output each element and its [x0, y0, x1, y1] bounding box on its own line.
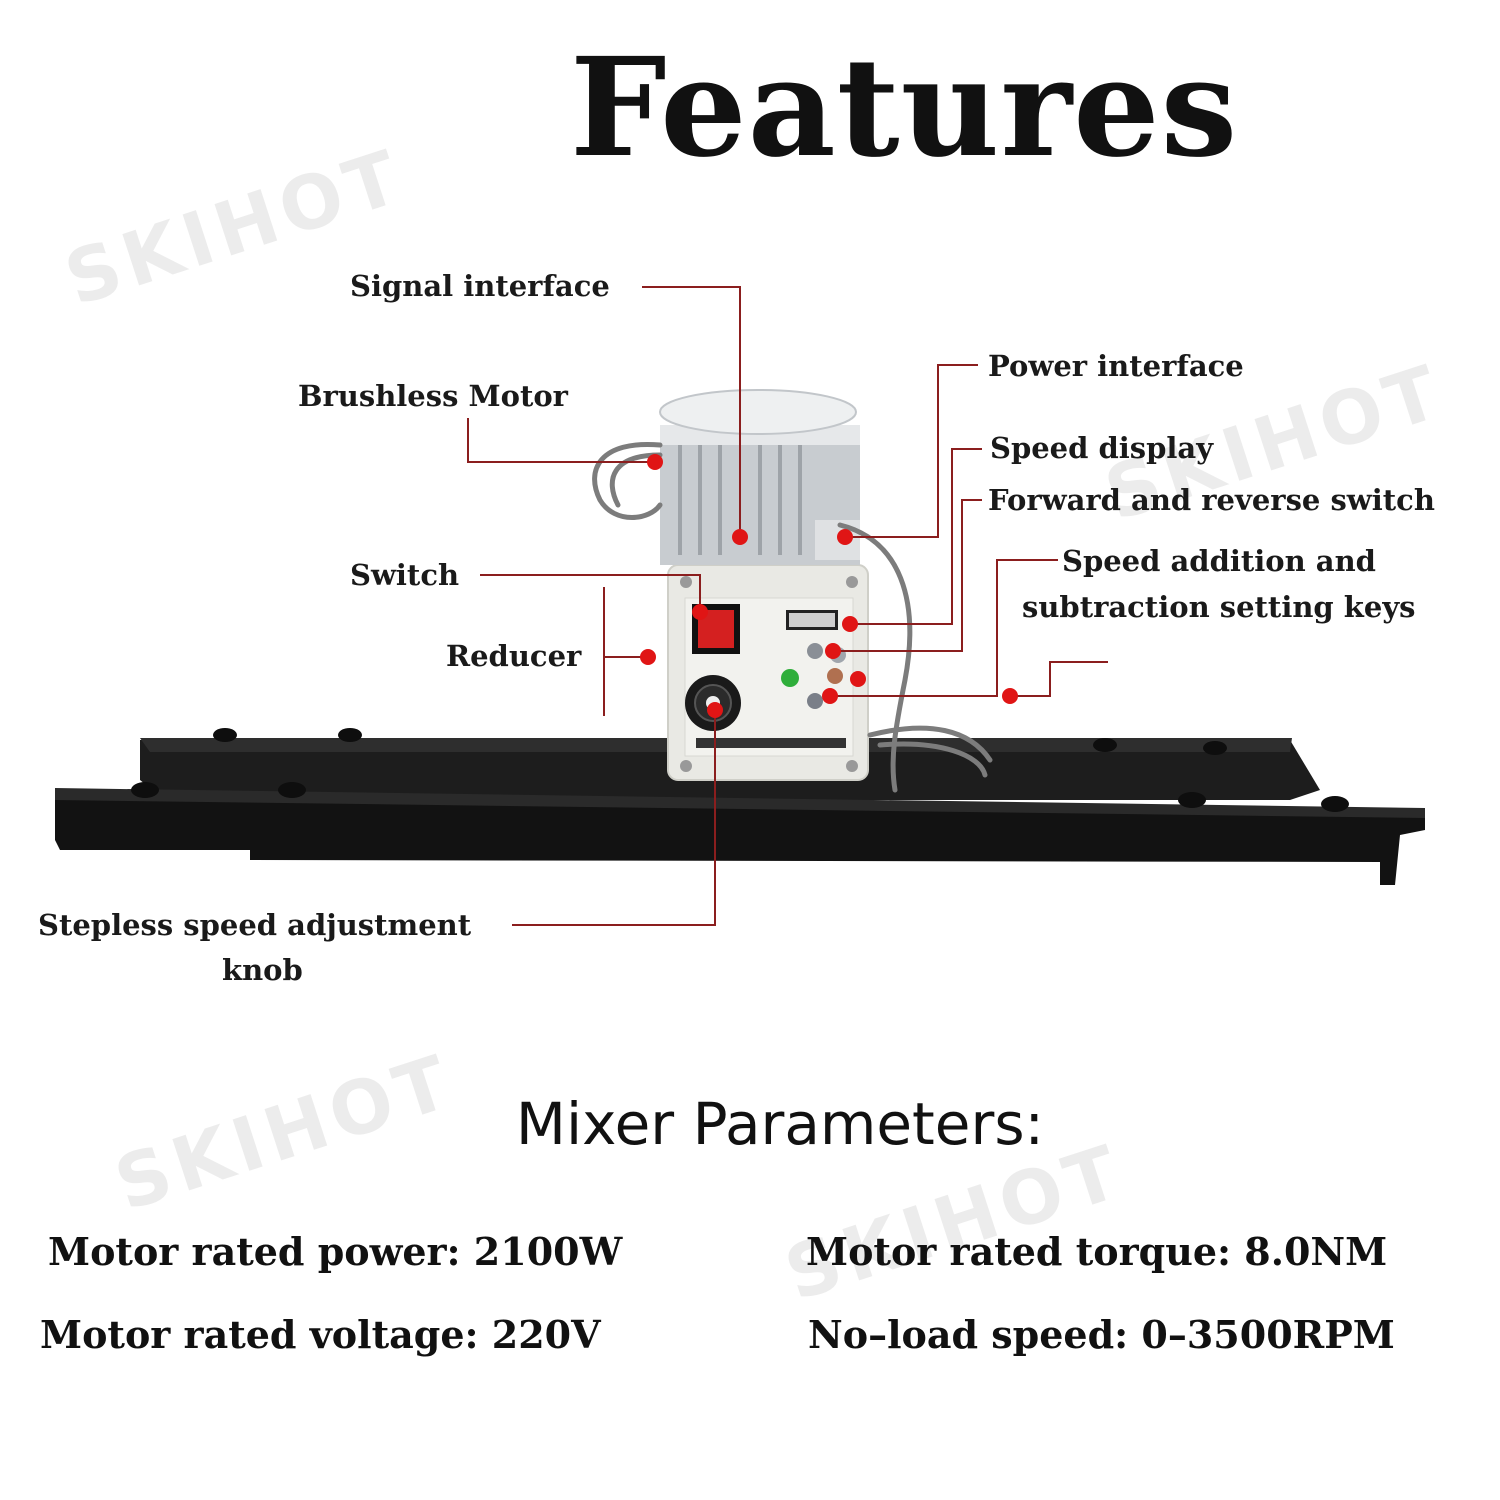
param-voltage: Motor rated voltage: 220V	[40, 1312, 601, 1357]
label-power-interface: Power interface	[988, 349, 1244, 383]
mixer-illustration	[55, 286, 1425, 926]
label-speed-display: Speed display	[990, 431, 1214, 465]
front-rail	[55, 788, 1425, 885]
param-torque: Motor rated torque: 8.0NM	[806, 1229, 1388, 1274]
leader-lines	[467, 286, 1108, 926]
param-power: Motor rated power: 2100W	[48, 1229, 623, 1274]
label-switch: Switch	[350, 558, 460, 592]
parameters-heading: Mixer Parameters:	[515, 1090, 1045, 1158]
label-knob-line2: knob	[222, 953, 303, 987]
label-brushless-motor: Brushless Motor	[298, 379, 568, 413]
label-signal-interface: Signal interface	[350, 269, 610, 303]
label-reducer: Reducer	[446, 639, 582, 673]
marker-dots	[640, 454, 1018, 718]
cables	[592, 441, 993, 793]
label-forward-reverse-switch: Forward and reverse switch	[988, 483, 1435, 517]
control-box	[667, 564, 869, 781]
page-title: Features	[570, 28, 1239, 188]
watermark: SKIHOT	[105, 1038, 465, 1228]
label-speed-keys-line2: subtraction setting keys	[1022, 590, 1416, 624]
motor	[659, 389, 860, 565]
label-speed-keys-line1: Speed addition and	[1062, 544, 1376, 578]
param-speed: No–load speed: 0–3500RPM	[808, 1312, 1395, 1357]
rail-bolts	[131, 728, 1349, 812]
label-knob-line1: Stepless speed adjustment	[38, 908, 472, 942]
